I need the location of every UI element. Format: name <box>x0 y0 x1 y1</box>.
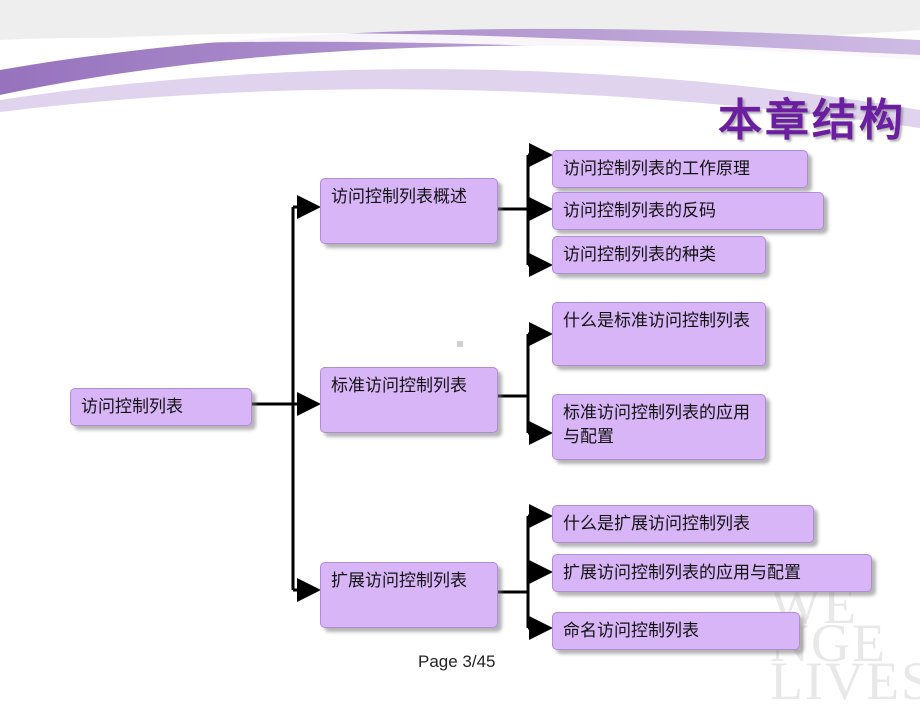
leaf-node-extended-config: 扩展访问控制列表的应用与配置 <box>552 554 872 592</box>
page-title: 本章结构 <box>718 95 906 146</box>
page-number: Page 3/45 <box>418 652 496 671</box>
branch-node-extended: 扩展访问控制列表 <box>320 562 498 628</box>
leaf-node-types: 访问控制列表的种类 <box>552 236 766 274</box>
root-node: 访问控制列表 <box>70 388 252 426</box>
leaf-node-what-is-standard: 什么是标准访问控制列表 <box>552 302 766 366</box>
leaf-node-wildcard-mask: 访问控制列表的反码 <box>552 192 824 230</box>
header-swoosh-banner <box>0 0 920 128</box>
leaf-node-standard-config: 标准访问控制列表的应用与配置 <box>552 394 766 460</box>
connector-lines <box>252 143 553 640</box>
leaf-node-named-acl: 命名访问控制列表 <box>552 612 800 650</box>
leaf-node-working-principle: 访问控制列表的工作原理 <box>552 150 808 188</box>
branch-node-overview: 访问控制列表概述 <box>320 178 498 244</box>
branch-node-standard: 标准访问控制列表 <box>320 367 498 433</box>
center-dot <box>457 341 463 347</box>
leaf-node-what-is-extended: 什么是扩展访问控制列表 <box>552 505 814 543</box>
